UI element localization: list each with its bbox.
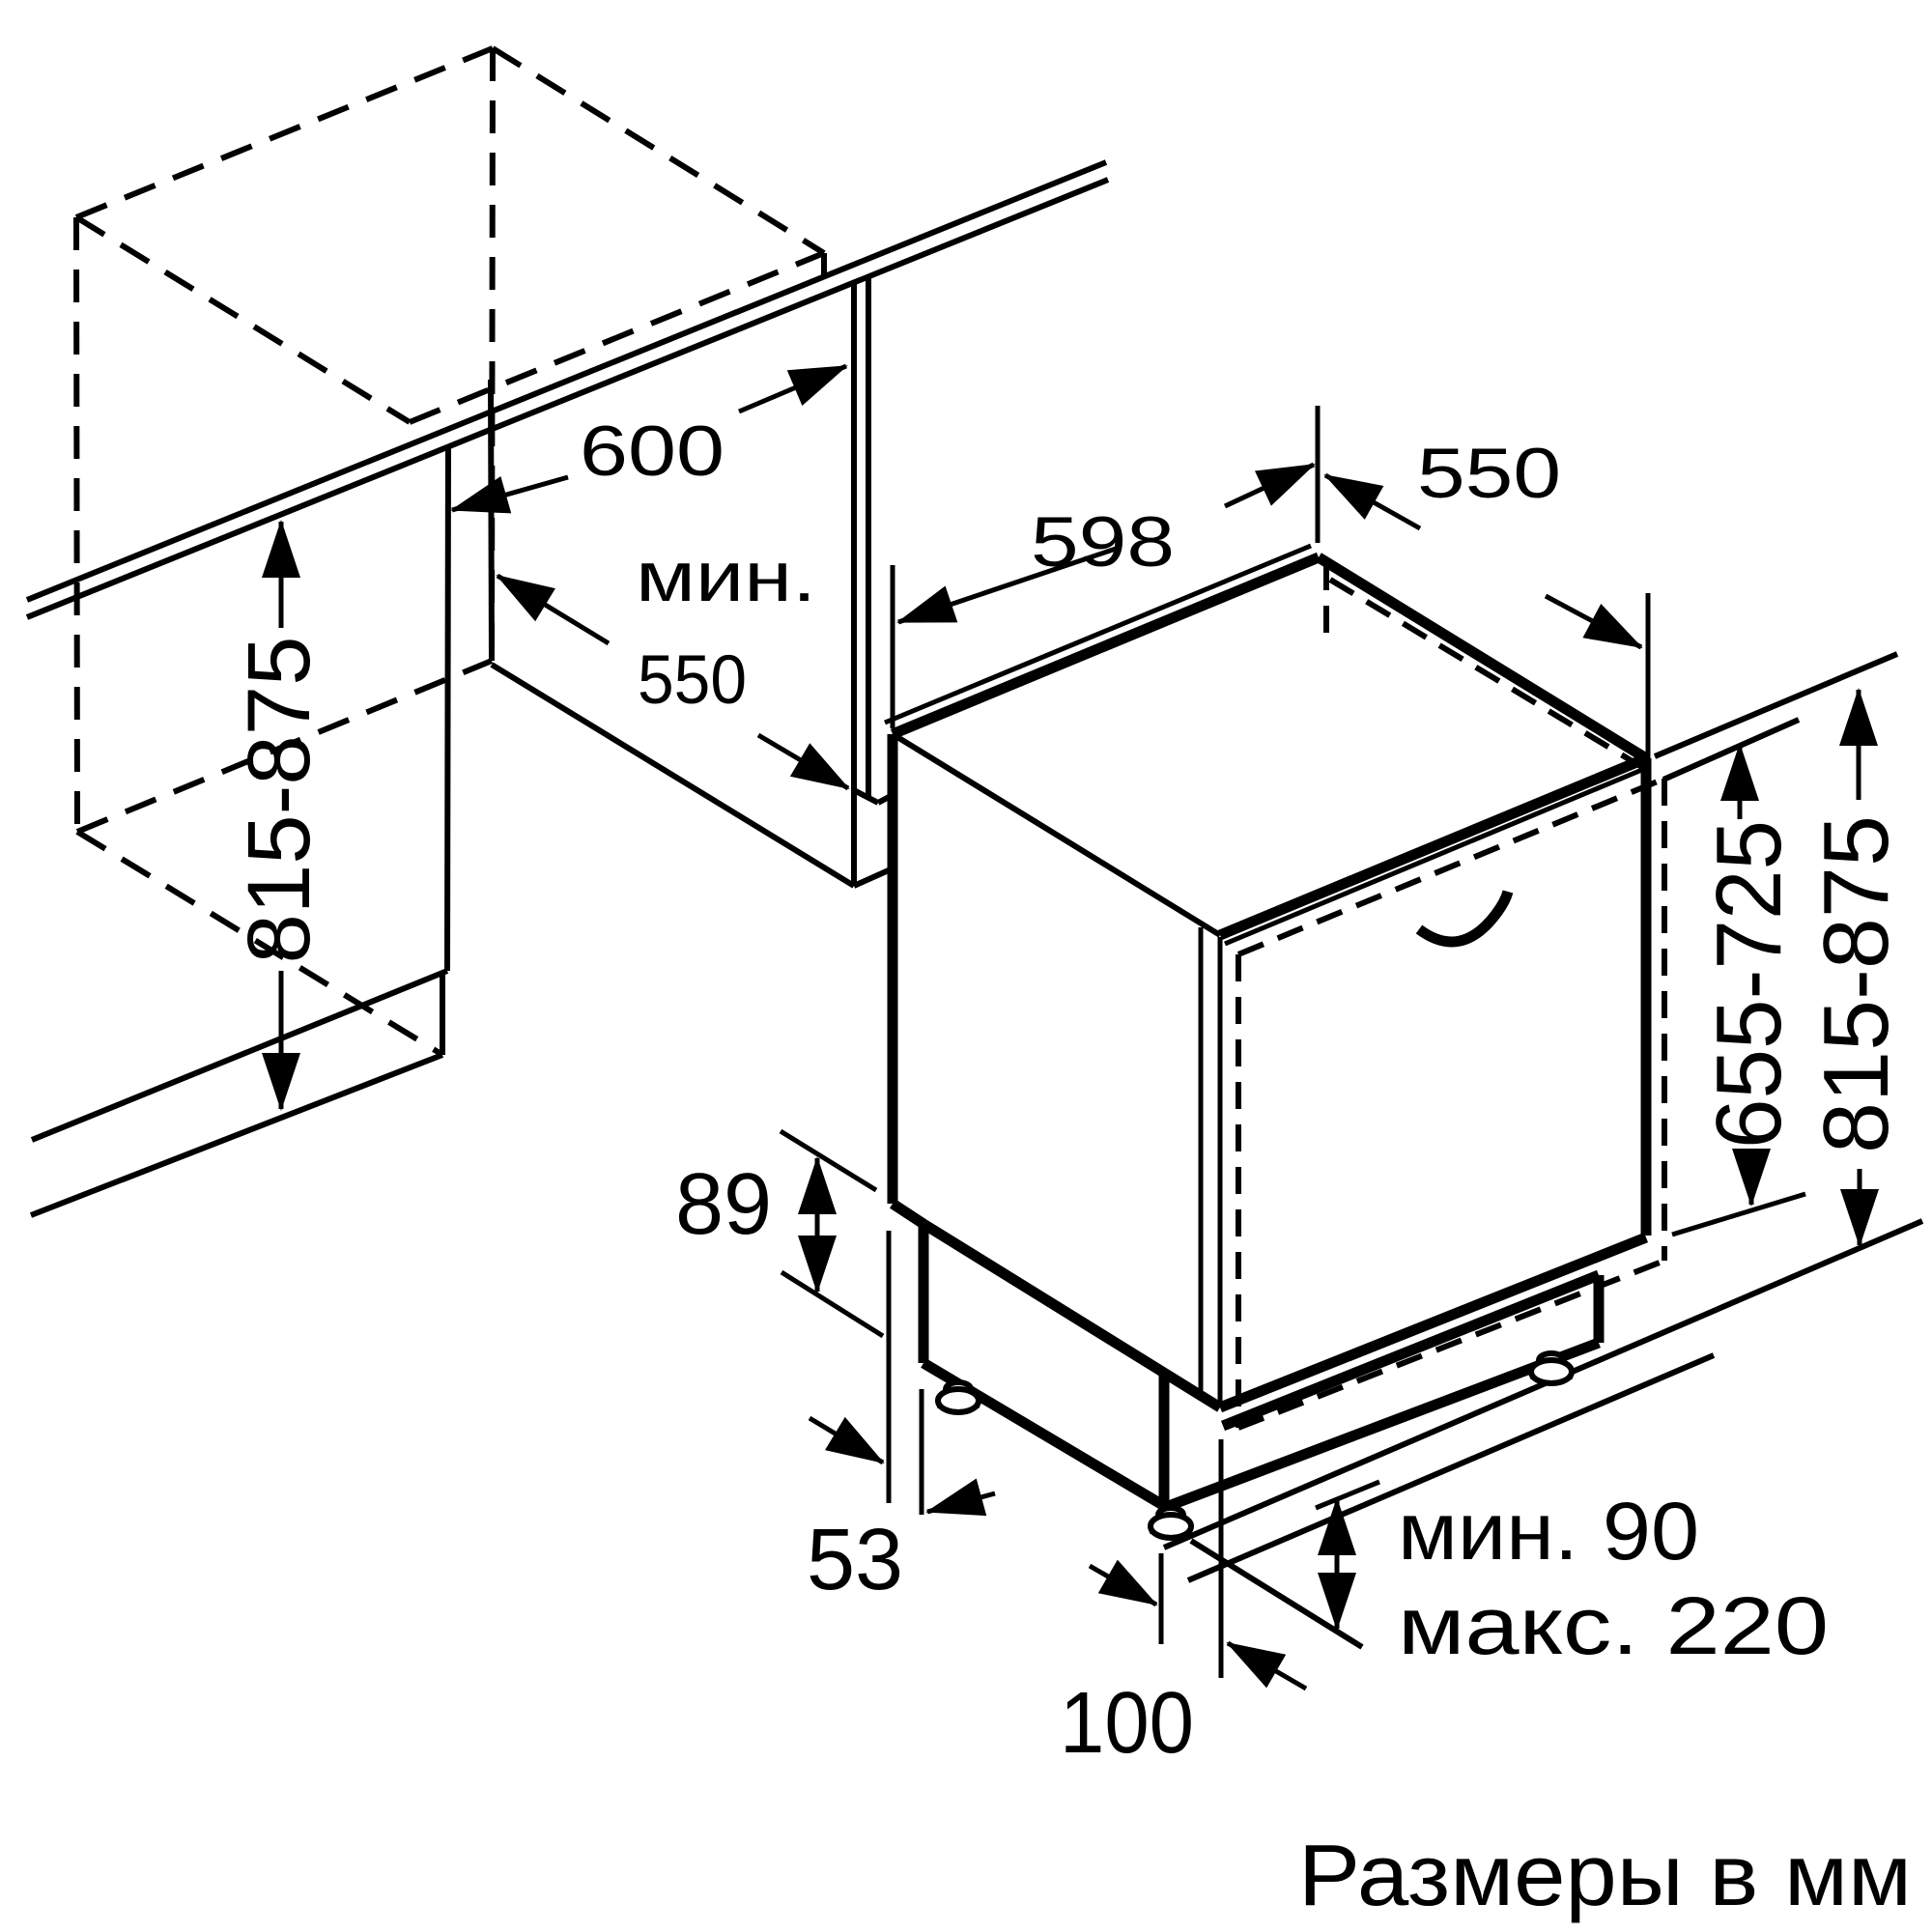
svg-text:макс. 220: макс. 220 <box>1398 1580 1829 1671</box>
svg-text:53: 53 <box>807 1512 903 1608</box>
svg-text:89: 89 <box>675 1156 772 1253</box>
svg-text:598: 598 <box>1031 503 1175 582</box>
svg-text:100: 100 <box>1060 1675 1194 1772</box>
svg-text:815-875: 815-875 <box>230 637 328 964</box>
svg-text:815-875: 815-875 <box>1804 815 1908 1153</box>
svg-text:550: 550 <box>1417 435 1561 513</box>
svg-text:Размеры в мм: Размеры в мм <box>1298 1828 1912 1924</box>
svg-text:мин. 90: мин. 90 <box>1398 1486 1699 1577</box>
svg-text:655-725: 655-725 <box>1697 820 1801 1149</box>
svg-text:550: 550 <box>638 642 747 719</box>
svg-text:600: 600 <box>580 412 724 491</box>
svg-text:мин.: мин. <box>636 538 816 616</box>
